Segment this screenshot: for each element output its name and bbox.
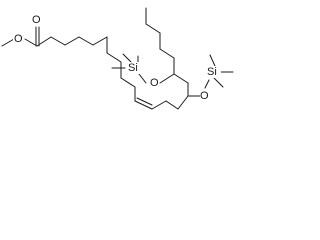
bond-chain	[78, 36, 94, 46]
bond-chain	[151, 100, 167, 110]
lower-silicon-label: Si	[207, 66, 217, 78]
bond-o-si	[138, 73, 147, 84]
lower-oxygen-label: O	[200, 90, 209, 102]
ester-oxygen-label: O	[14, 33, 23, 45]
bond-methyl-o	[1, 38, 15, 47]
bond-c-o	[159, 73, 175, 84]
bond-c1-c2	[36, 36, 52, 47]
bond-pentyl	[145, 23, 161, 34]
chemical-structure-diagram: O O O Si O Si	[1, 7, 234, 110]
ester-group	[1, 26, 52, 47]
tms-lower-group	[187, 54, 234, 97]
bond-o-si	[204, 79, 210, 89]
upper-oxygen-label: O	[150, 77, 159, 89]
bond-chain	[177, 95, 189, 110]
bond-chain	[50, 36, 66, 46]
bond-alkene-a	[134, 100, 153, 110]
alkene-double-bond	[134, 97, 179, 110]
bond-chain	[173, 73, 189, 84]
upper-silicon-label: Si	[128, 62, 138, 74]
bond-chain	[92, 36, 108, 46]
bond-si-me	[122, 53, 132, 63]
bond-chain	[165, 100, 179, 110]
carbonyl-oxygen-label: O	[32, 14, 41, 26]
bond-pentyl	[159, 48, 175, 59]
bond-si-me	[213, 77, 224, 88]
bond-alkene-b	[136, 97, 153, 106]
bond-chain	[106, 52, 122, 63]
bond-o-carbonyl	[24, 38, 38, 47]
tms-upper-group	[111, 53, 175, 84]
bond-chain	[64, 36, 80, 46]
backbone-upper	[145, 7, 189, 110]
bond-chain	[120, 77, 136, 88]
alkyl-chain	[50, 36, 136, 102]
bond-si-me	[209, 54, 216, 67]
